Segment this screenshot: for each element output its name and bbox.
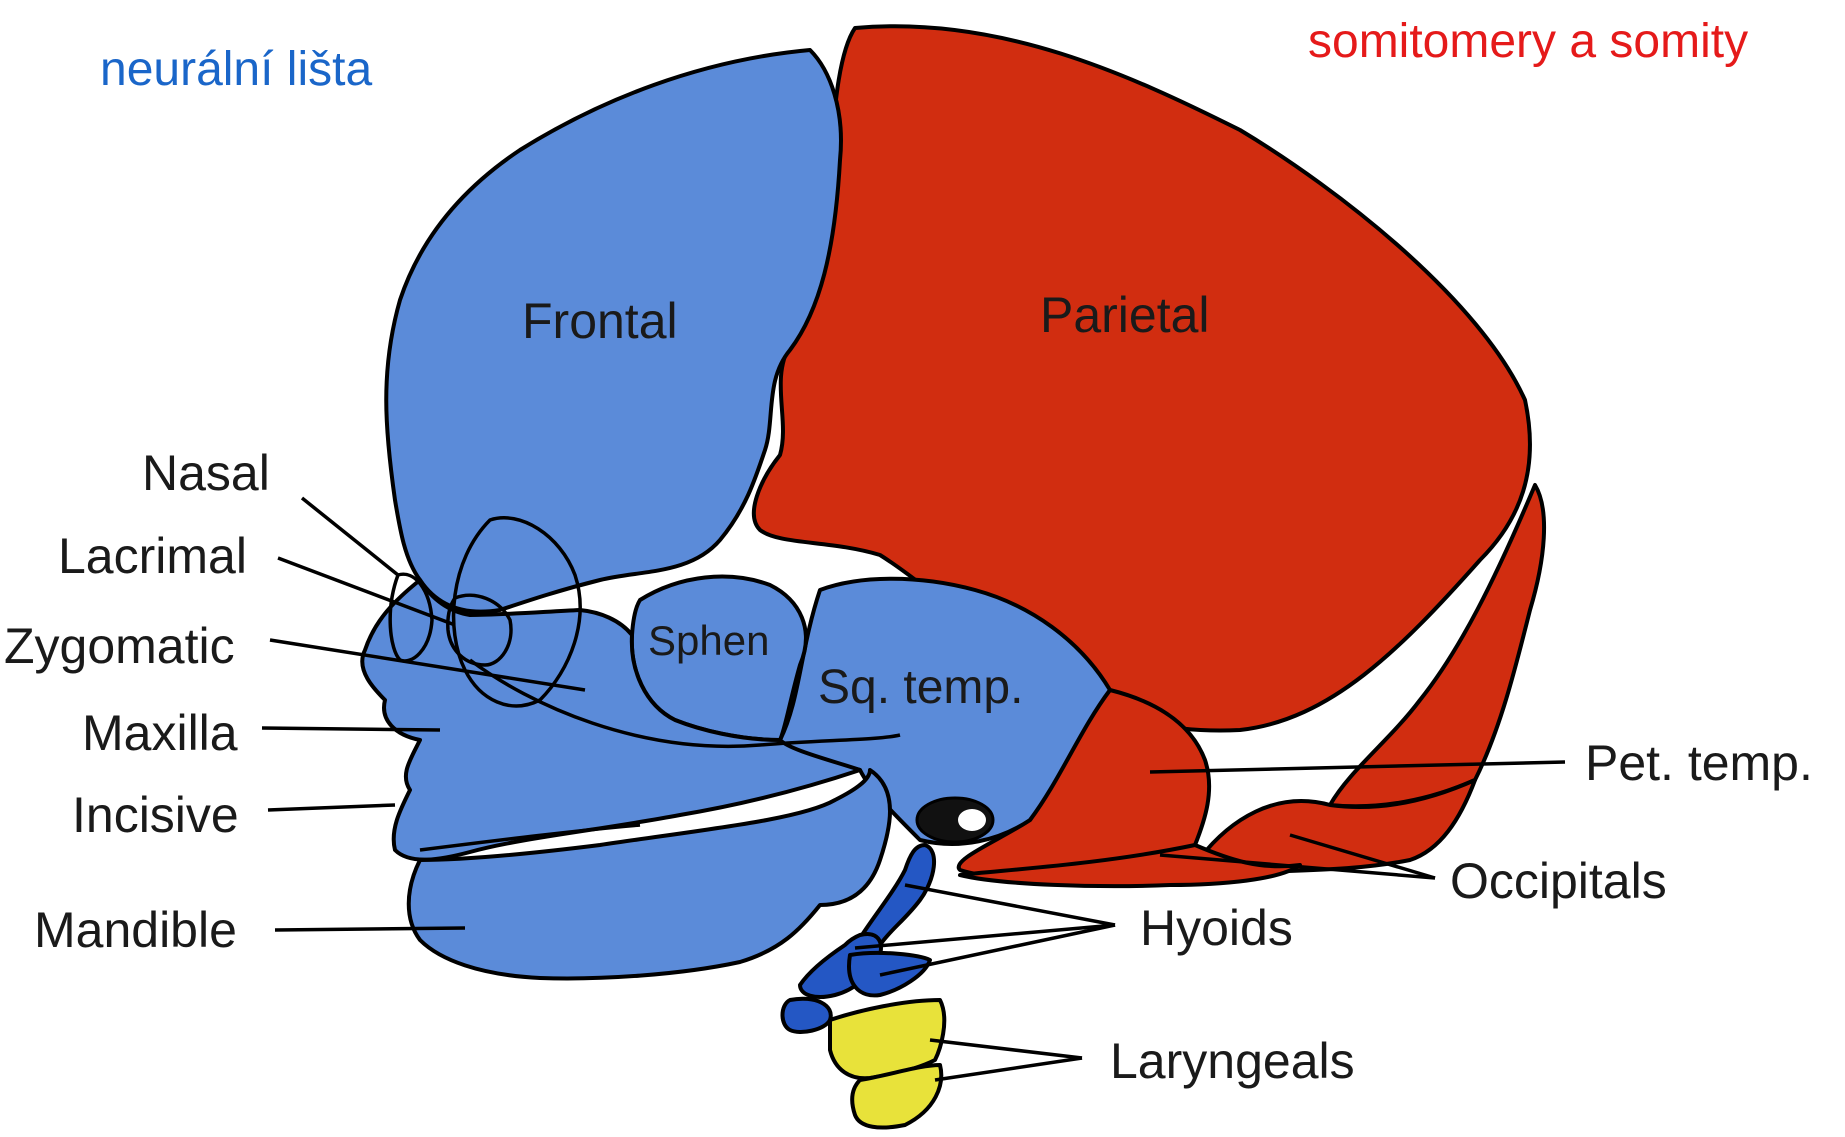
ear-inner [958, 809, 986, 831]
label-nasal: Nasal [142, 445, 270, 501]
leader-maxilla [262, 728, 440, 730]
label-sq-temp: Sq. temp. [818, 661, 1023, 714]
label-mandible: Mandible [34, 902, 237, 958]
label-hyoids: Hyoids [1140, 900, 1293, 956]
label-pet-temp: Pet. temp. [1585, 735, 1813, 791]
label-occipitals: Occipitals [1450, 853, 1667, 909]
leader-laryngeal-b [935, 1058, 1082, 1080]
label-maxilla: Maxilla [82, 705, 238, 761]
hyoid-lower [783, 999, 831, 1032]
label-sphen: Sphen [648, 617, 769, 664]
leader-laryngeal-a [930, 1040, 1082, 1058]
leader-nasal [302, 498, 398, 575]
label-lacrimal: Lacrimal [58, 528, 247, 584]
leader-hyoid-c [880, 925, 1115, 975]
label-frontal: Frontal [522, 293, 678, 349]
label-parietal: Parietal [1040, 287, 1210, 343]
leader-incisive [268, 805, 395, 810]
label-zygomatic: Zygomatic [4, 618, 235, 674]
leader-hyoid-a [905, 885, 1115, 925]
leader-mandible [275, 928, 465, 930]
label-laryngeals: Laryngeals [1110, 1033, 1355, 1089]
label-incisive: Incisive [72, 787, 239, 843]
